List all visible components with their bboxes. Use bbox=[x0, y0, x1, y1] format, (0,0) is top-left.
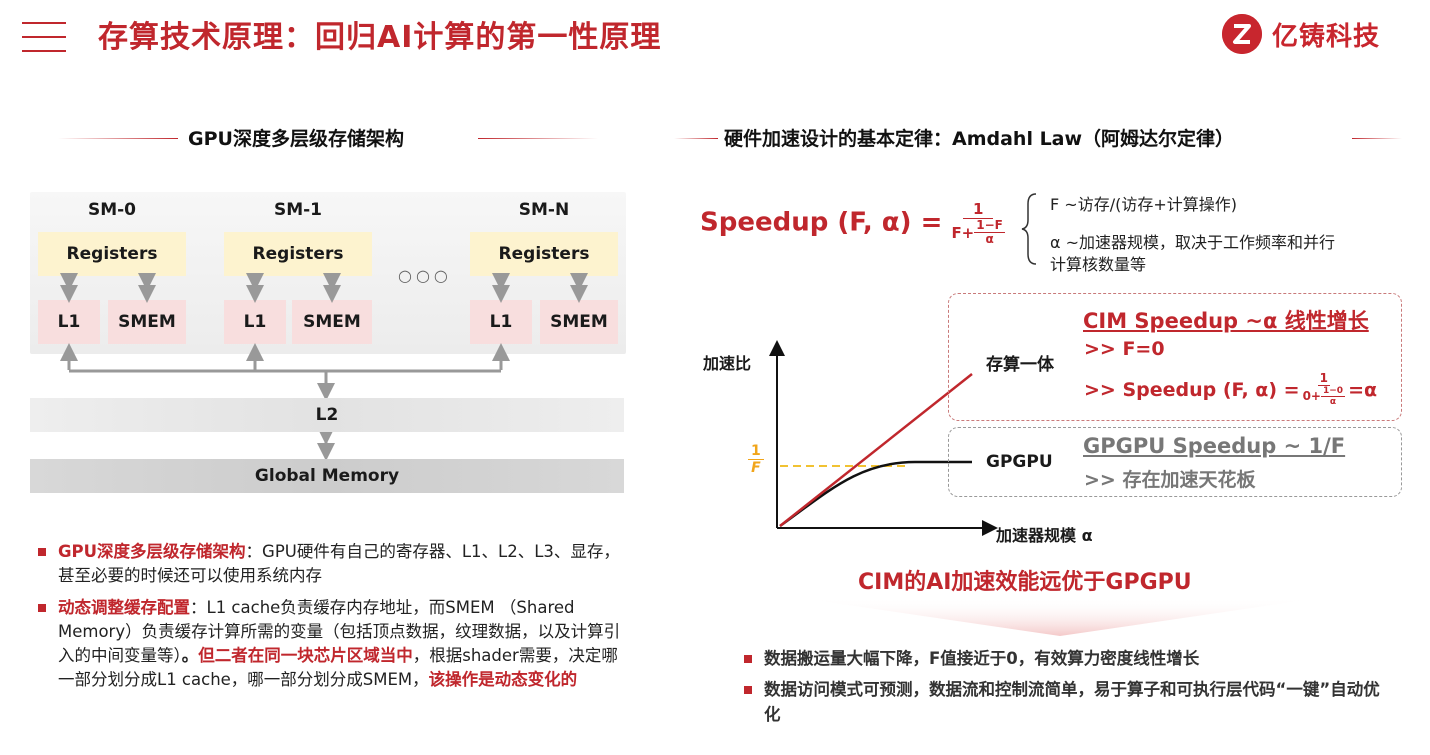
brace-icon bbox=[1021, 193, 1037, 265]
sm-label: SM-N bbox=[518, 200, 570, 220]
smem-block: SMEM bbox=[108, 300, 186, 344]
cim-box-line2: >> Speedup (F, α) = 1 0+ 1−0 α =α bbox=[1084, 371, 1378, 408]
cim-box-title: CIM Speedup ~α 线性增长 bbox=[1083, 309, 1369, 333]
smem-block: SMEM bbox=[292, 300, 372, 344]
gpgpu-curve bbox=[779, 460, 972, 528]
amdahl-section-title: 硬件加速设计的基本定律：Amdahl Law（阿姆达尔定律） bbox=[724, 128, 1235, 150]
bullet-item: 数据搬运量大幅下降，F值接近于0，有效算力密度线性增长 bbox=[744, 646, 1384, 671]
y-axis-label: 加速比 bbox=[703, 354, 752, 373]
conclusion-arrow-shape bbox=[800, 598, 1320, 636]
registers-block: Registers bbox=[224, 232, 372, 276]
cim-box-line1: >> F=0 bbox=[1084, 338, 1165, 360]
gpgpu-line-label: GPGPU bbox=[986, 452, 1053, 472]
sm-label: SM-1 bbox=[273, 200, 323, 220]
bullet-item: 动态调整缓存配置：L1 cache负责缓存内存地址，而SMEM （Shared … bbox=[38, 596, 628, 692]
gpgpu-box bbox=[948, 427, 1402, 497]
cim-line-label: 存算一体 bbox=[986, 355, 1054, 375]
cim-line bbox=[779, 373, 973, 527]
cim-bullet-list: 数据搬运量大幅下降，F值接近于0，有效算力密度线性增长 数据访问模式可预测，数据… bbox=[744, 646, 1384, 733]
company-logo: 亿铸科技 bbox=[1222, 14, 1380, 54]
section-divider-left bbox=[58, 138, 178, 139]
x-axis-label: 加速器规模 α bbox=[996, 526, 1093, 545]
logo-text: 亿铸科技 bbox=[1272, 21, 1381, 52]
l1-block: L1 bbox=[38, 300, 100, 344]
l1-block: L1 bbox=[224, 300, 286, 344]
logo-mark-icon bbox=[1222, 14, 1262, 54]
note-alpha-cont: 计算核数量等 bbox=[1050, 255, 1147, 274]
conclusion-text: CIM的AI加速效能远优于GPGPU bbox=[858, 570, 1192, 595]
gpu-section-title: GPU深度多层级存储架构 bbox=[188, 128, 404, 150]
ellipsis-dots: ○○○ bbox=[398, 266, 452, 285]
formula-fraction: 1 F+ 1−F α bbox=[951, 200, 1005, 246]
speedup-chart bbox=[769, 340, 998, 536]
memory-connector-arrows bbox=[60, 273, 588, 461]
l2-cache-bar: L2 bbox=[30, 398, 624, 432]
l1-block: L1 bbox=[470, 300, 532, 344]
menu-icon[interactable] bbox=[22, 22, 66, 52]
sm-label: SM-0 bbox=[87, 200, 137, 220]
page-title: 存算技术原理：回归AI计算的第一性原理 bbox=[98, 20, 662, 55]
registers-block: Registers bbox=[38, 232, 186, 276]
section-divider-right bbox=[478, 138, 598, 139]
note-alpha: α ~加速器规模，取决于工作频率和并行 bbox=[1050, 233, 1336, 252]
registers-block: Registers bbox=[470, 232, 618, 276]
gpgpu-box-line1: >> 存在加速天花板 bbox=[1084, 469, 1256, 491]
bullet-item: 数据访问模式可预测，数据流和控制流简单，易于算子和可执行层代码“一键”自动优化 bbox=[744, 677, 1384, 727]
note-f: F ~访存/(访存+计算操作) bbox=[1050, 195, 1237, 214]
gpu-bullet-list: GPU深度多层级存储架构：GPU硬件有自己的寄存器、L1、L2、L3、显存，甚至… bbox=[38, 540, 628, 700]
section-divider-right bbox=[1352, 138, 1402, 139]
cim-box bbox=[948, 293, 1402, 421]
smem-block: SMEM bbox=[540, 300, 618, 344]
gpgpu-box-title: GPGPU Speedup ~ 1/F bbox=[1083, 434, 1346, 458]
speedup-formula: Speedup (F, α) = 1 F+ 1−F α bbox=[700, 200, 1005, 246]
global-memory-bar: Global Memory bbox=[30, 459, 624, 493]
logo-z-icon bbox=[1222, 14, 1262, 54]
ceiling-tick-label: 1 F bbox=[748, 443, 764, 476]
section-divider-left bbox=[674, 138, 718, 139]
bullet-item: GPU深度多层级存储架构：GPU硬件有自己的寄存器、L1、L2、L3、显存，甚至… bbox=[38, 540, 628, 588]
